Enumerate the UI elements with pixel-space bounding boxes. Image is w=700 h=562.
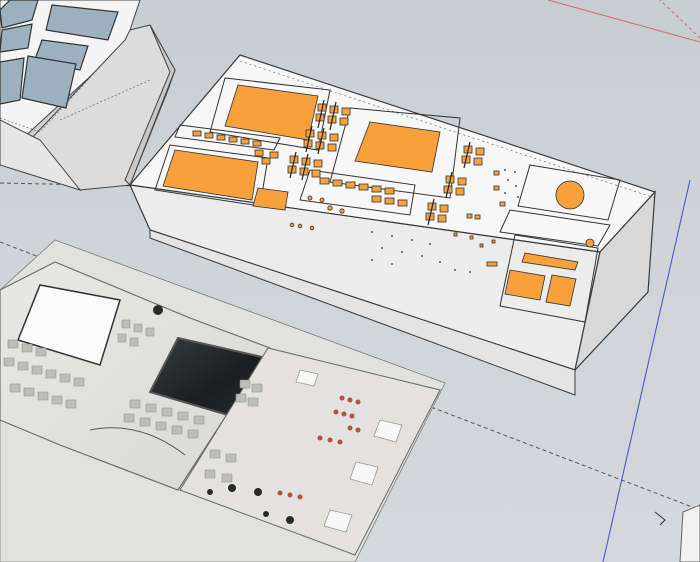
orange-template-panel[interactable] <box>128 54 657 396</box>
photo-white-screen <box>17 284 121 366</box>
origin-marker <box>654 511 666 526</box>
subpanel-5 <box>499 234 599 323</box>
blue-axis-line <box>602 179 691 562</box>
subpanel-8 <box>299 169 416 216</box>
photo-red-indicators <box>277 395 361 500</box>
console-screens <box>0 0 119 109</box>
panel-dots <box>371 169 519 273</box>
subpanel-4 <box>517 164 621 221</box>
red-axis-line <box>547 0 700 43</box>
subpanel-3 <box>329 107 461 199</box>
upper-console-block[interactable] <box>0 0 176 191</box>
subpanel-6 <box>499 209 611 247</box>
partial-object <box>679 504 700 562</box>
reference-photo-panel[interactable] <box>0 239 446 562</box>
subpanel-7 <box>174 124 281 151</box>
subpanel-1 <box>209 77 331 151</box>
